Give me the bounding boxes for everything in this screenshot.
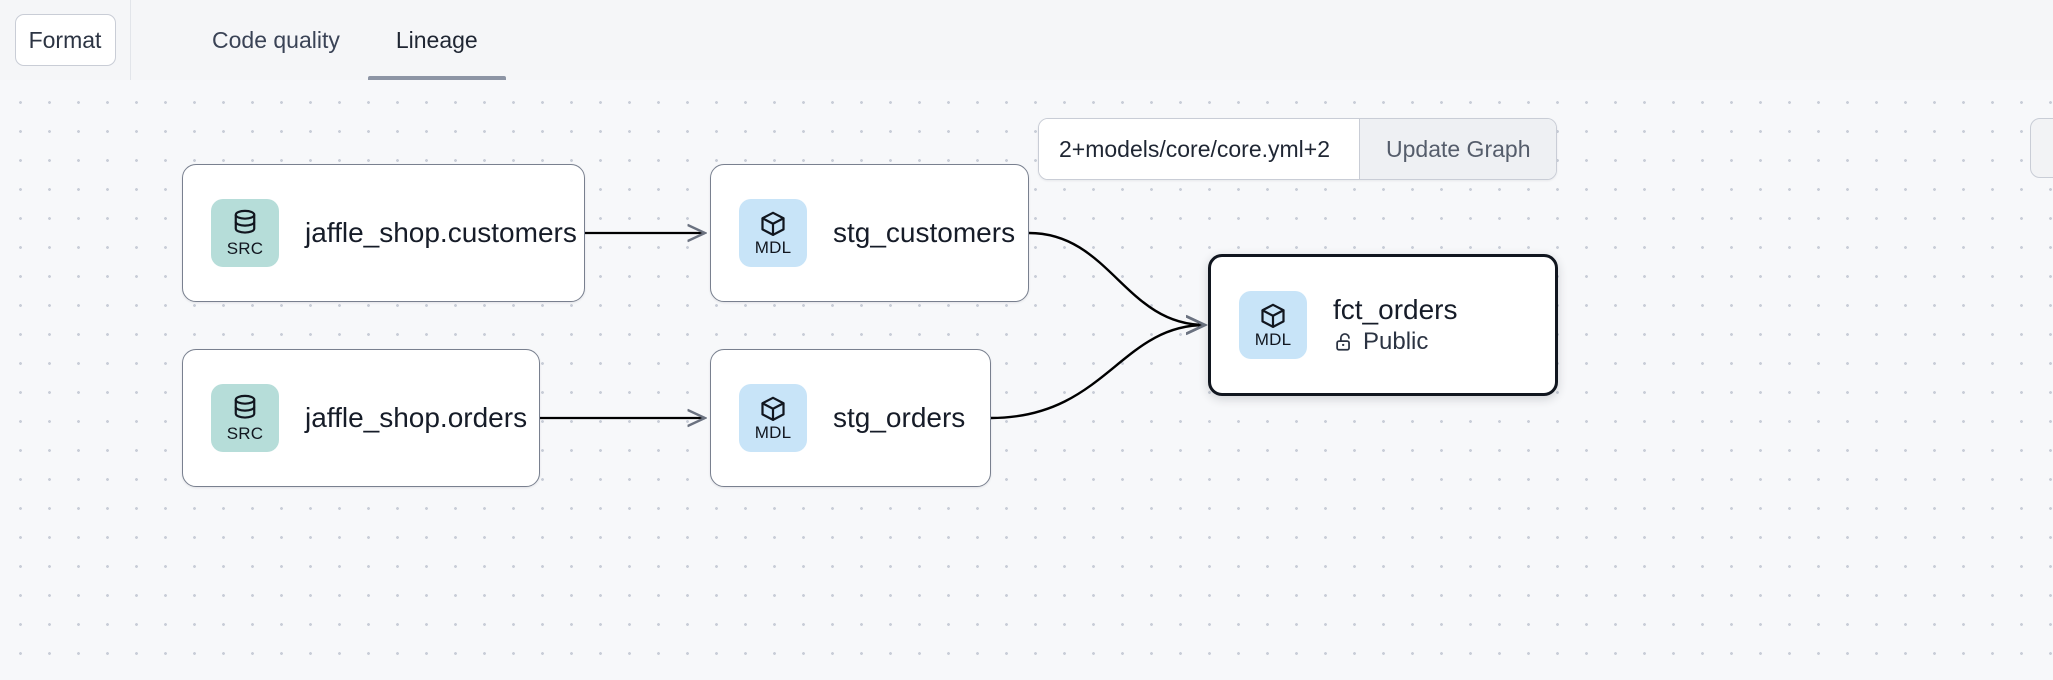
node-access-row: Public <box>1333 328 1458 356</box>
database-icon <box>234 209 256 234</box>
tab-bar: Code quality Lineage <box>131 0 506 80</box>
node-body: jaffle_shop.customers <box>305 217 577 249</box>
node-title: stg_customers <box>833 216 1016 248</box>
node-body: jaffle_shop.orders <box>305 402 527 434</box>
cube-icon <box>761 396 785 421</box>
badge-label: MDL <box>1254 330 1292 349</box>
toolbar-left-group: Format <box>0 0 131 80</box>
tab-code-quality[interactable]: Code quality <box>212 26 340 53</box>
lineage-node-stg-customers[interactable]: MDL stg_customers <box>710 164 1029 302</box>
badge-label: MDL <box>754 423 792 442</box>
cube-icon <box>761 211 785 236</box>
badge-mdl: MDL <box>739 199 807 267</box>
badge-label: MDL <box>754 238 792 257</box>
edge-stg-customers-to-fct-orders <box>1028 231 1205 325</box>
format-button[interactable]: Format <box>14 14 116 66</box>
node-title: fct_orders <box>1333 293 1458 325</box>
badge-src: SRC <box>211 384 279 452</box>
node-title: stg_orders <box>833 401 966 433</box>
tab-lineage[interactable]: Lineage <box>367 0 506 80</box>
node-body: stg_customers <box>833 217 1015 249</box>
lineage-node-jaffle-shop-customers[interactable]: SRC jaffle_shop.customers <box>182 164 585 302</box>
lineage-node-jaffle-shop-orders[interactable]: SRC jaffle_shop.orders <box>182 349 540 487</box>
top-toolbar: Format Code quality Lineage <box>0 0 2053 80</box>
cube-icon <box>1261 303 1285 328</box>
node-title: jaffle_shop.orders <box>305 401 528 433</box>
graph-selector-input[interactable] <box>1039 119 1359 179</box>
node-body: stg_orders <box>833 402 965 434</box>
badge-mdl: MDL <box>1239 291 1307 359</box>
node-title: jaffle_shop.customers <box>305 216 577 248</box>
unlock-icon <box>1336 333 1350 351</box>
graph-selector-control: Update Graph <box>1038 118 1558 180</box>
edge-stg-orders-to-fct-orders <box>990 325 1205 420</box>
badge-label: SRC <box>226 424 264 443</box>
node-body: fct_orders Public <box>1333 294 1458 356</box>
database-icon <box>234 394 256 419</box>
graph-overflow-button[interactable]: ph <box>2030 118 2053 178</box>
badge-src: SRC <box>211 199 279 267</box>
node-access-label: Public <box>1363 328 1429 356</box>
badge-mdl: MDL <box>739 384 807 452</box>
lineage-node-fct-orders[interactable]: MDL fct_orders Public <box>1208 254 1558 396</box>
badge-label: SRC <box>226 239 264 258</box>
lineage-canvas[interactable]: SRC jaffle_shop.customers SRC jaffle_sho… <box>0 80 2053 680</box>
lineage-node-stg-orders[interactable]: MDL stg_orders <box>710 349 991 487</box>
update-graph-button[interactable]: Update Graph <box>1359 119 1557 179</box>
